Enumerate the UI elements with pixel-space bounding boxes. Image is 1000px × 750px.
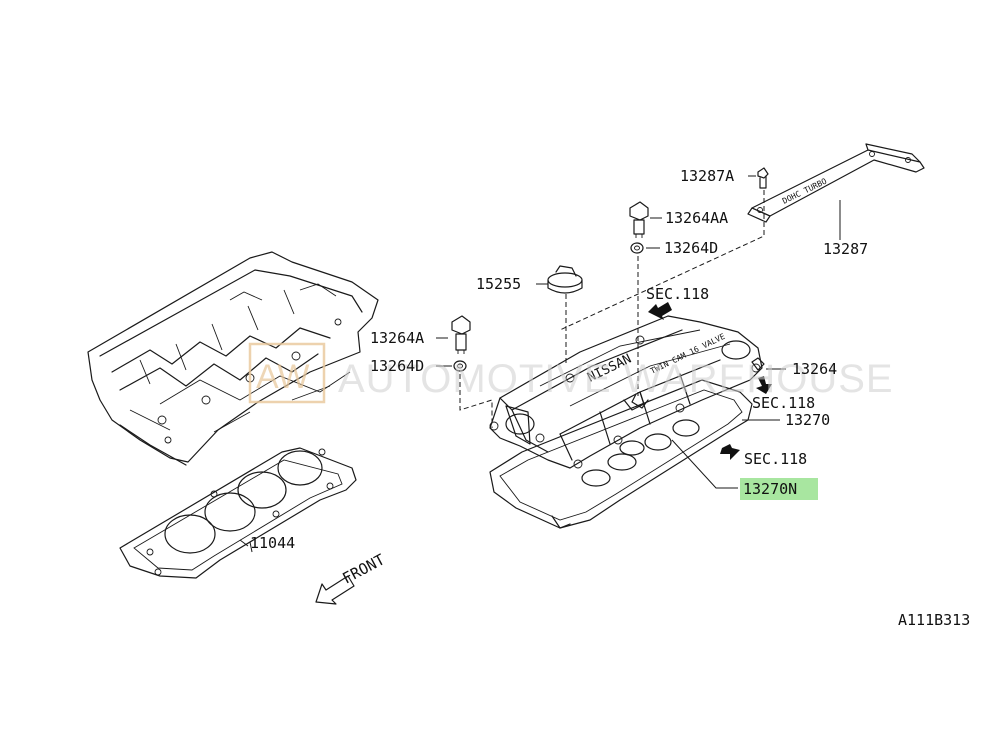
label-13264D-left[interactable]: 13264D xyxy=(370,357,424,375)
sec-arrows xyxy=(648,302,772,460)
label-15255[interactable]: 15255 xyxy=(476,275,521,293)
leader-lines xyxy=(249,175,841,553)
label-13270N[interactable]: 13270N xyxy=(743,480,797,498)
cover-plate-drawing xyxy=(747,143,925,223)
highlight-13270N xyxy=(740,478,818,500)
label-11044[interactable]: 11044 xyxy=(250,534,295,552)
label-13270[interactable]: 13270 xyxy=(785,411,830,429)
rocker-cover-gasket-drawing xyxy=(489,379,753,529)
rocker-cover-drawing xyxy=(489,315,765,469)
watermark-logo: AW xyxy=(256,358,310,396)
label-13264AA[interactable]: 13264AA xyxy=(665,209,728,227)
label-13287A[interactable]: 13287A xyxy=(680,167,734,185)
watermark-logo-box xyxy=(248,342,326,404)
washer-13264D-left-drawing xyxy=(453,360,467,372)
cover-plate-text: DOHC TURBO xyxy=(781,177,828,206)
head-gasket-drawing xyxy=(119,447,357,579)
label-13264A[interactable]: 13264A xyxy=(370,329,424,347)
front-arrow xyxy=(315,575,355,605)
bolt-13264A-drawing xyxy=(451,315,471,354)
label-sec118-right[interactable]: SEC.118 xyxy=(752,394,815,412)
oil-filler-cap-drawing xyxy=(547,265,583,294)
washer-13264D-top-drawing xyxy=(630,242,644,254)
plug-seal-gaskets-drawing xyxy=(581,419,700,487)
label-sec118-top[interactable]: SEC.118 xyxy=(646,285,709,303)
label-front: FRONT xyxy=(339,550,387,587)
diagram-code: A111B313 xyxy=(898,611,970,629)
assembly-dashed-lines xyxy=(459,190,765,428)
watermark: AW AUTOMOTIVE WAREHOUSE xyxy=(248,342,894,404)
bolt-13287A-drawing xyxy=(757,167,769,189)
label-13264D-top[interactable]: 13264D xyxy=(664,239,718,257)
cylinder-head-drawing xyxy=(87,251,379,466)
watermark-text: AUTOMOTIVE WAREHOUSE xyxy=(338,357,894,401)
label-13287[interactable]: 13287 xyxy=(823,240,868,258)
label-sec118-lower[interactable]: SEC.118 xyxy=(744,450,807,468)
label-13264[interactable]: 13264 xyxy=(792,360,837,378)
bolt-13264AA-drawing xyxy=(629,201,649,238)
